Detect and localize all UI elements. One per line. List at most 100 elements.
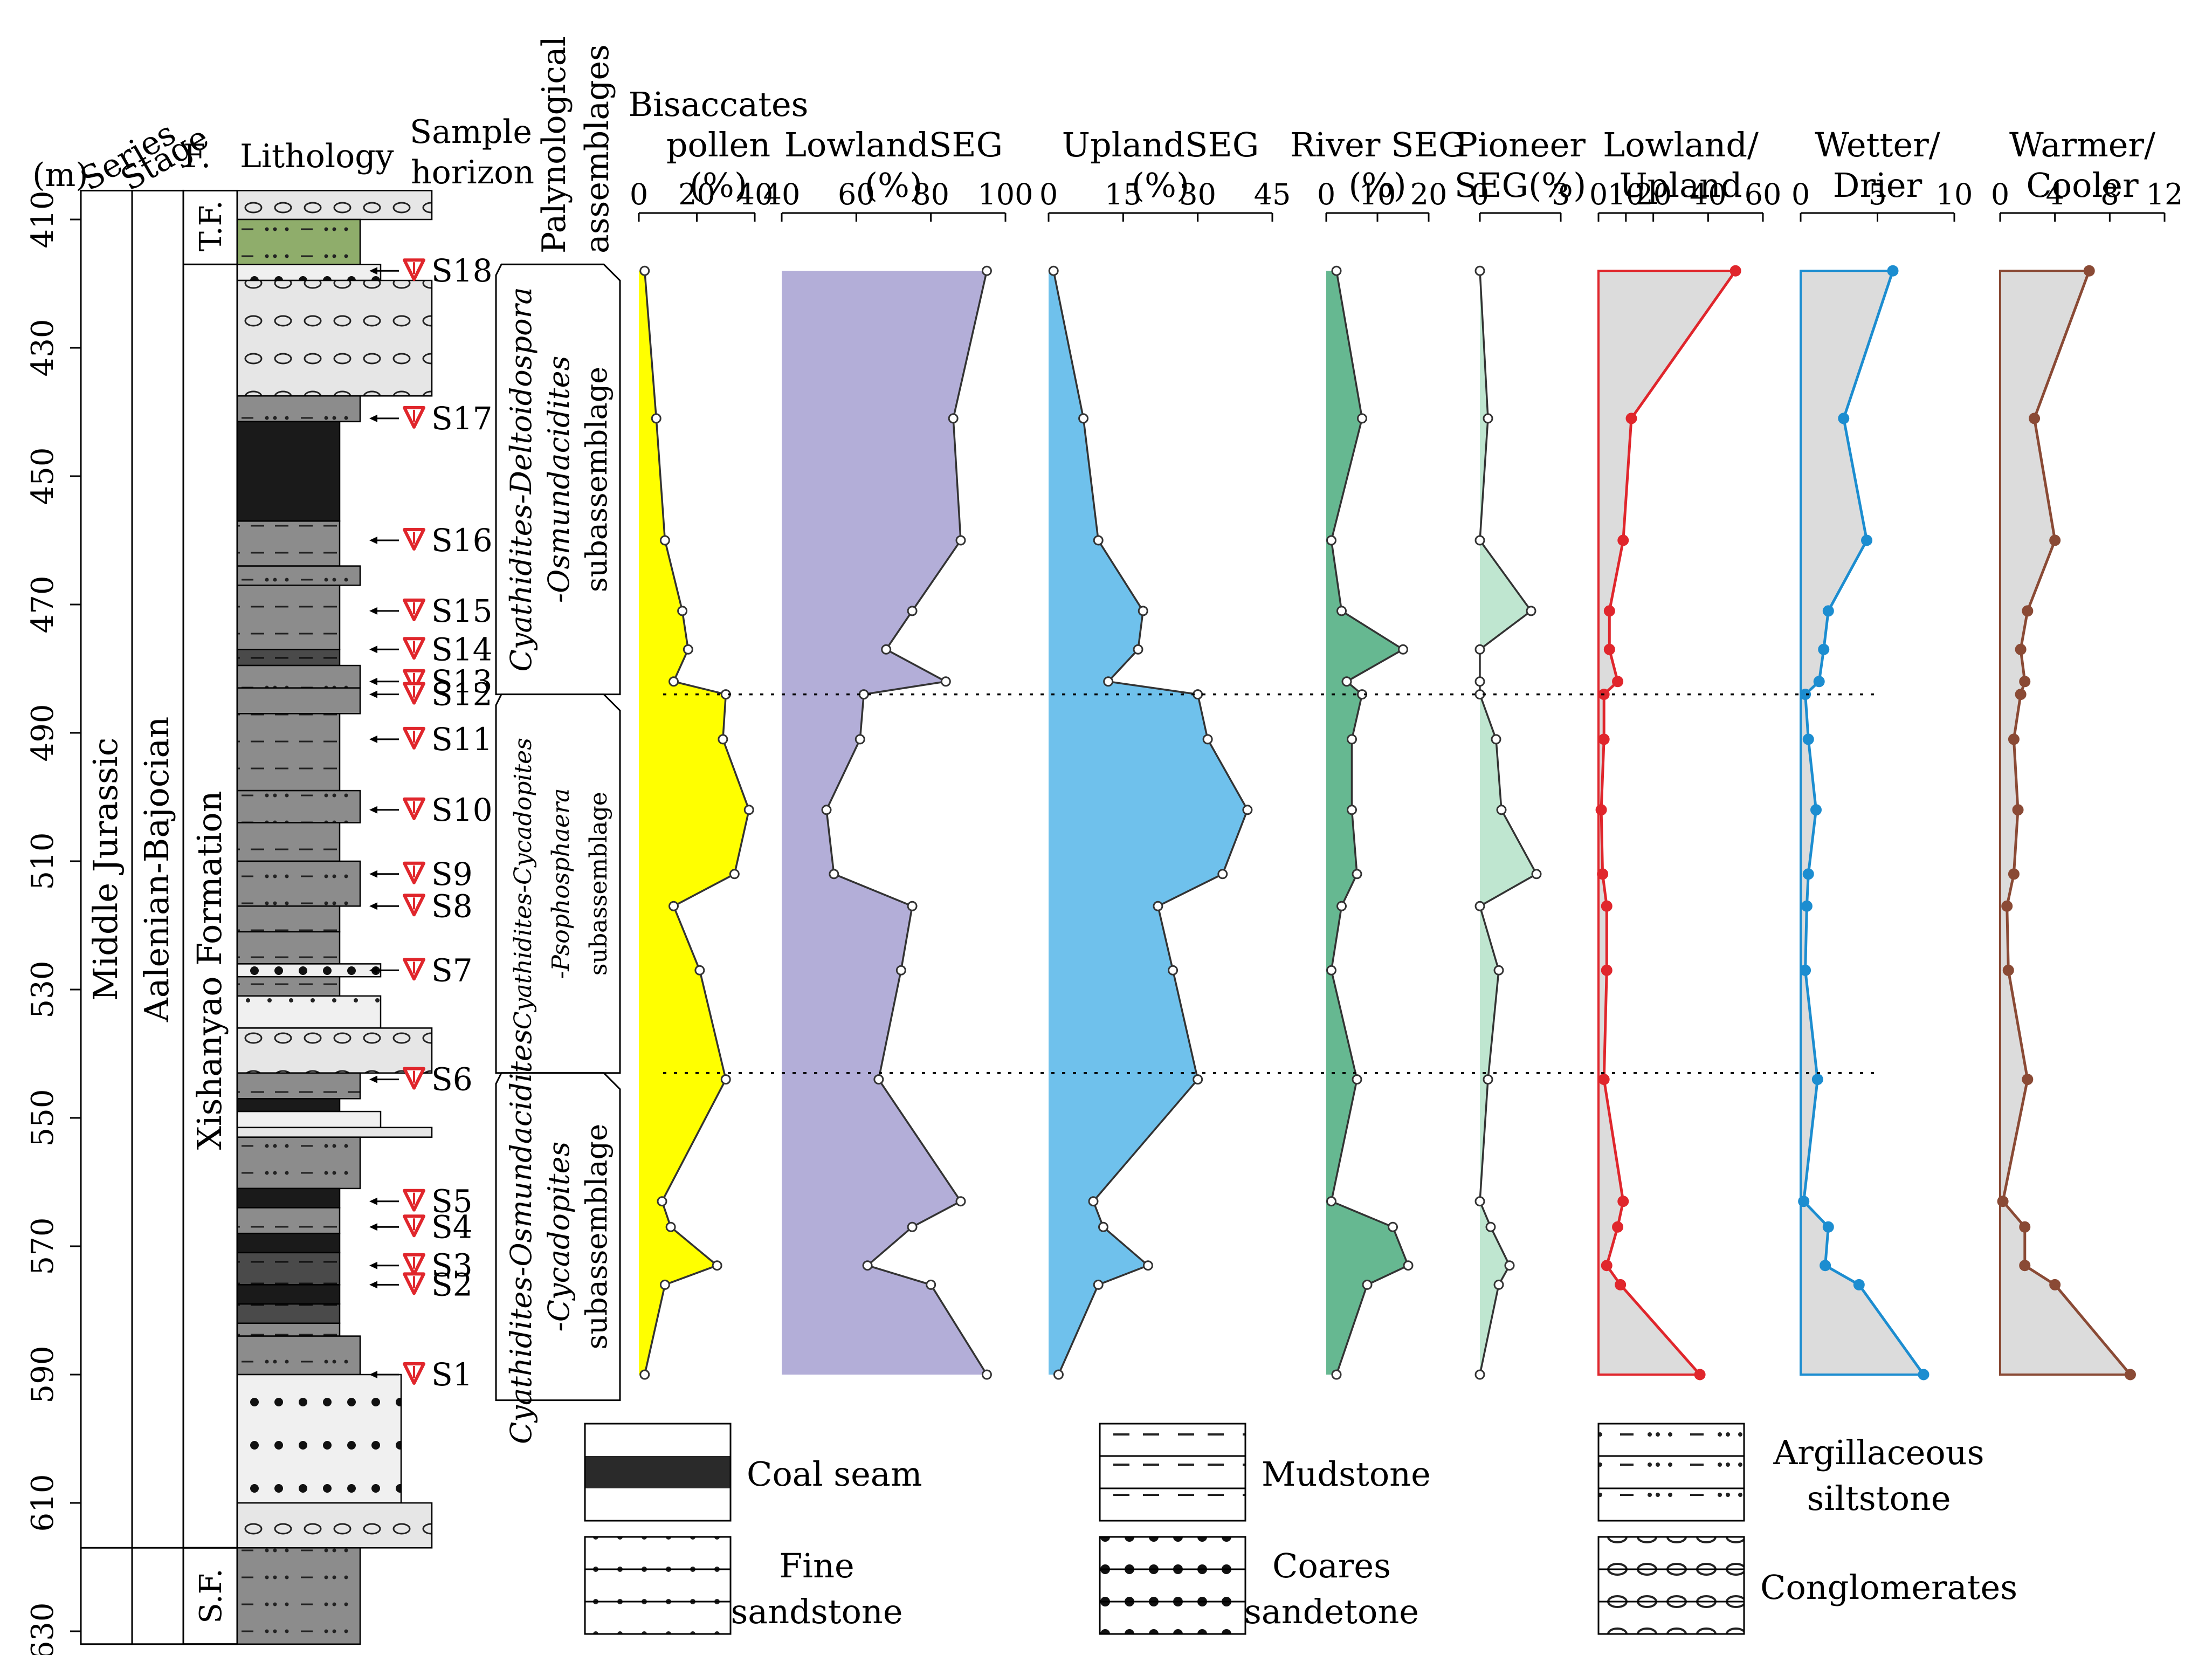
- panel-area-5: [1598, 271, 1736, 1375]
- data-point-4-S2: [1493, 1279, 1504, 1290]
- data-point-7-S4: [2019, 1221, 2031, 1233]
- data-point-6-S6: [1811, 1074, 1823, 1086]
- panel-tick-label-5-2: 20: [1635, 177, 1672, 211]
- depth-tick-label-470: 470: [25, 576, 60, 634]
- data-point-4-S3: [1504, 1260, 1515, 1271]
- strat-headers: (m) Series Stage F. Lithology Sample hor…: [32, 36, 616, 253]
- legend-item-fine-sandstone: Fine sandstone: [584, 1536, 903, 1635]
- sample-arrowhead-S11: [369, 735, 377, 743]
- panel-title-line1-3: River SEG: [1290, 125, 1465, 164]
- data-point-2-S7: [1168, 965, 1179, 976]
- data-point-3-S2: [1362, 1279, 1373, 1290]
- data-point-6-S1: [1918, 1369, 1930, 1381]
- data-point-3-S15: [1336, 606, 1347, 616]
- data-point-3-S5: [1326, 1196, 1336, 1207]
- data-point-4-S16: [1474, 535, 1485, 546]
- panel-area-7: [2000, 271, 2131, 1375]
- sample-arrowhead-S14: [369, 645, 377, 654]
- lithology-layer-argillaceous-siltstone: [236, 789, 361, 823]
- data-point-1-S8: [907, 901, 918, 911]
- data-point-4-S8: [1474, 901, 1485, 911]
- data-point-4-S14: [1474, 644, 1485, 655]
- lithology-layer-mudstone: [236, 905, 341, 933]
- legend-swatch-border-coarse-sandstone: [1099, 1536, 1246, 1635]
- lithology-layer-conglomerate: [236, 279, 433, 397]
- panel-tick-label-2-2: 30: [1179, 177, 1216, 211]
- data-point-1-S15: [907, 606, 918, 616]
- lithology-layer-mudstone: [236, 520, 341, 567]
- data-point-5-S7: [1601, 964, 1613, 976]
- data-point-5-S6: [1598, 1074, 1610, 1086]
- legend-label-line1-fine-sandstone: Fine: [779, 1546, 854, 1585]
- data-point-5-S3: [1601, 1260, 1613, 1272]
- sample-arrowhead-S3: [369, 1261, 377, 1269]
- panel-line-3: [1330, 270, 1410, 1375]
- depth-tick-label-630: 630: [25, 1603, 60, 1655]
- data-point-7-S11: [2008, 733, 2020, 745]
- panel-tick-label-4-0: 0: [1471, 177, 1489, 211]
- data-point-2-S17: [1078, 413, 1089, 424]
- lithology-layer-mudstone: [236, 585, 341, 650]
- panel-title-line1-6: Wetter/: [1815, 125, 1940, 164]
- lithology-layer-coal: [236, 421, 341, 522]
- data-point-2-S8: [1153, 901, 1163, 911]
- data-point-2-S15: [1138, 606, 1148, 616]
- data-point-4-S11: [1491, 734, 1501, 745]
- assemblage-name-line3-0: subassemblage: [580, 367, 614, 592]
- panel-area-2: [1049, 271, 1248, 1375]
- sample-label-S14: S14: [431, 631, 493, 668]
- depth-tick-label-570: 570: [25, 1218, 60, 1275]
- lithology-layer-dark-mudstone: [236, 1252, 341, 1286]
- lithology-layer-coal: [236, 1232, 341, 1254]
- data-point-4-S6: [1483, 1074, 1493, 1085]
- data-point-3-S13: [1341, 676, 1352, 687]
- depth-tick-label-410: 410: [25, 191, 60, 249]
- data-point-7-S14: [2015, 643, 2027, 655]
- assemblage-name-line1-1: Cyathidites-Cycadopites: [509, 738, 537, 1029]
- legend-swatch-border-mudstone: [1099, 1423, 1246, 1522]
- sample-arrowhead-S4: [369, 1223, 377, 1231]
- data-point-6-S9: [1802, 868, 1814, 880]
- data-point-3-S3: [1403, 1260, 1414, 1271]
- sample-arrowhead-S8: [369, 902, 377, 910]
- data-point-2-S5: [1088, 1196, 1099, 1207]
- sample-arrowhead-S10: [369, 806, 377, 814]
- depth-tick-label-590: 590: [25, 1346, 60, 1404]
- data-point-3-S4: [1388, 1221, 1398, 1232]
- data-point-7-S8: [2001, 900, 2013, 912]
- data-point-3-S18: [1331, 265, 1342, 276]
- lithology-layer-dark-mudstone: [236, 649, 341, 667]
- data-point-1-S10: [821, 805, 832, 815]
- data-point-0-S10: [743, 805, 754, 815]
- formation-name-0: T.F.: [194, 200, 229, 251]
- formation-name-2: S.F.: [194, 1568, 229, 1623]
- data-point-7-S9: [2008, 868, 2020, 880]
- data-point-0-S3: [712, 1260, 722, 1271]
- lithology-layer-coarse-sandstone: [236, 1110, 382, 1129]
- sample-arrowhead-S6: [369, 1075, 377, 1083]
- data-point-3-S14: [1398, 644, 1408, 655]
- legend-swatch-pattern-coarse-sandstone: [1100, 1537, 1245, 1634]
- data-point-2-S2: [1093, 1279, 1104, 1290]
- lithology-layer-mudstone: [236, 1072, 361, 1100]
- lithology-layer-mudstone: [236, 1322, 341, 1337]
- lithology-layer-mudstone: [236, 822, 341, 862]
- panel-tick-label-7-3: 12: [2146, 177, 2183, 211]
- data-point-6-S16: [1861, 534, 1873, 546]
- panel-tick-label-5-0: 0: [1589, 177, 1608, 211]
- panel-area-3: [1326, 271, 1408, 1375]
- depth-tick-label-450: 450: [25, 448, 60, 505]
- palyno-header-line1: Palynological: [535, 36, 573, 253]
- assemblage-name-line1-2: Cyathidites-Osmundacidites: [504, 1029, 538, 1444]
- data-point-0-S8: [669, 901, 679, 911]
- panel-line-2: [1052, 270, 1249, 1375]
- legend-item-conglomerate: Conglomerates: [1597, 1536, 2017, 1635]
- panel-title-line2-0: pollen: [666, 125, 770, 164]
- sample-arrowhead-S2: [369, 1281, 377, 1289]
- assemblage-name-line3-2: subassemblage: [580, 1124, 614, 1349]
- legend-label-line2-fine-sandstone: sandstone: [731, 1592, 902, 1631]
- panel-title-line2-5: Upland: [1619, 166, 1742, 205]
- sample-label-S11: S11: [431, 721, 493, 758]
- data-point-6-S4: [1822, 1221, 1834, 1233]
